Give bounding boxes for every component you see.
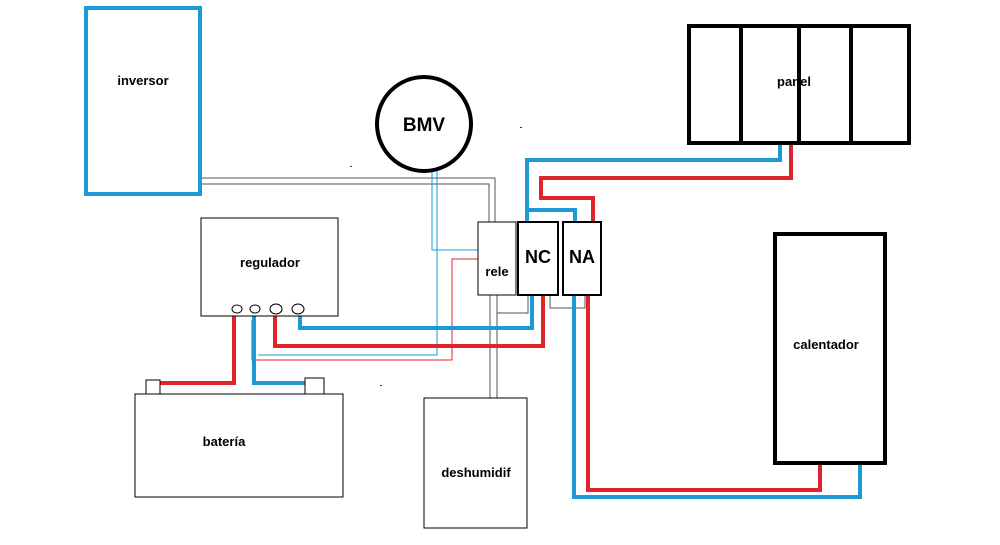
bateria-box: batería bbox=[134, 377, 344, 498]
nc-contact-box bbox=[517, 221, 559, 296]
regulador-terminals bbox=[231, 303, 305, 315]
calentador-positive-wire bbox=[586, 296, 822, 492]
inversor-label: inversor bbox=[117, 73, 168, 88]
regulador-terminal bbox=[249, 304, 261, 314]
bateria-terminal bbox=[304, 377, 325, 395]
nc-na-negative-link bbox=[527, 208, 577, 222]
calentador-box: calentador bbox=[773, 232, 887, 465]
regulador-terminal bbox=[291, 303, 305, 315]
rele-label: rele bbox=[485, 264, 508, 279]
nc-na-bridge bbox=[549, 295, 586, 309]
inversor-to-rele-wire-b bbox=[200, 183, 490, 222]
bateria-positive-wire bbox=[155, 308, 236, 385]
calentador-negative-wire bbox=[572, 296, 862, 499]
regulador-to-nc-negative bbox=[298, 296, 534, 330]
regulador-box: regulador bbox=[200, 217, 339, 317]
solar-panel: panel bbox=[687, 24, 911, 145]
inversor-to-rele-wire-a bbox=[200, 177, 496, 222]
signal-wires bbox=[200, 177, 586, 400]
rele-positive-wire bbox=[541, 196, 595, 221]
rele-to-nc-bridge bbox=[497, 295, 529, 314]
stray-marks bbox=[350, 127, 522, 386]
inversor-box: inversor bbox=[84, 6, 202, 196]
panel-positive-wire bbox=[539, 143, 793, 200]
bmv-label: BMV bbox=[403, 115, 446, 136]
regulador-label: regulador bbox=[240, 255, 300, 270]
regulador-terminal bbox=[269, 303, 283, 315]
regulador-terminal bbox=[231, 304, 243, 314]
nc-label: NC bbox=[525, 247, 551, 267]
deshumidificador-label: deshumidif bbox=[441, 465, 511, 480]
bateria-negative-wire bbox=[252, 310, 309, 385]
panel-negative-wire bbox=[525, 145, 782, 222]
bmv-sense-wire-blue-2 bbox=[258, 165, 438, 356]
rele-box bbox=[477, 221, 517, 296]
bmv-monitor: BMV bbox=[375, 75, 473, 173]
panel-label: panel bbox=[777, 74, 811, 89]
bmv-sense-wire-blue bbox=[431, 165, 478, 251]
rele-block: rele NC NA bbox=[477, 221, 602, 296]
bateria-label: batería bbox=[203, 434, 246, 449]
deshumidificador-box: deshumidif bbox=[423, 397, 528, 529]
positive-wires bbox=[155, 143, 822, 492]
na-label: NA bbox=[569, 247, 595, 267]
na-contact-box bbox=[562, 221, 602, 296]
calentador-label: calentador bbox=[793, 337, 859, 352]
negative-wires bbox=[252, 145, 862, 499]
bateria-terminal bbox=[145, 379, 161, 395]
regulador-to-nc-positive bbox=[273, 296, 545, 348]
